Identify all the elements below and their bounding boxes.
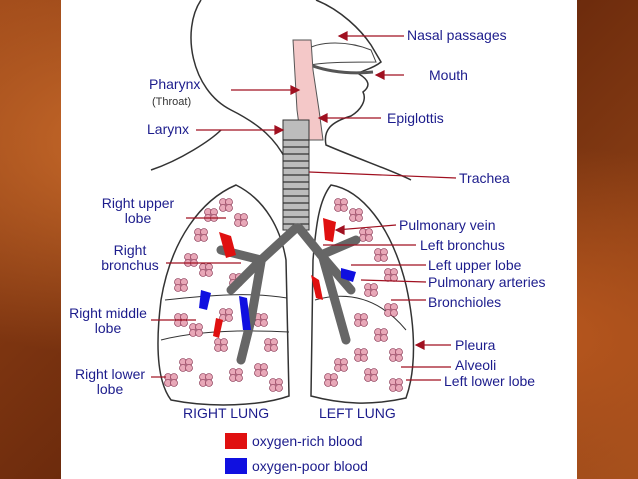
legend-label-oxygen-poor: oxygen-poor blood bbox=[252, 458, 368, 474]
legend-swatch-oxygen-rich bbox=[225, 433, 247, 449]
label-right-upper-lobe: Right upper lobe bbox=[91, 196, 185, 226]
label-larynx: Larynx bbox=[147, 121, 190, 137]
label-pleura: Pleura bbox=[455, 337, 496, 353]
diagram-panel: Nasal passages Mouth Pharynx (Throat) Ep… bbox=[61, 0, 577, 479]
alveolus bbox=[355, 214, 363, 222]
alveolus bbox=[360, 354, 368, 362]
label-right-middle-lobe: Right middle lobe bbox=[63, 306, 153, 336]
oxygen-rich-vessels bbox=[213, 218, 336, 338]
legend-item-oxygen-poor: oxygen-poor blood bbox=[225, 458, 368, 474]
alveolus bbox=[260, 369, 268, 377]
label-pulmonary-vein: Pulmonary vein bbox=[399, 217, 496, 233]
alveolus bbox=[225, 314, 233, 322]
label-mouth: Mouth bbox=[429, 67, 468, 83]
label-nasal-passages: Nasal passages bbox=[407, 27, 507, 43]
caption-left-lung: LEFT LUNG bbox=[319, 405, 396, 421]
leader-lines bbox=[151, 31, 457, 381]
alveolus bbox=[205, 379, 213, 387]
alveolus bbox=[390, 309, 398, 317]
alveolus bbox=[225, 204, 233, 212]
label-left-bronchus: Left bronchus bbox=[420, 237, 505, 253]
alveolus bbox=[205, 269, 213, 277]
label-throat: (Throat) bbox=[152, 96, 192, 108]
alveolus bbox=[380, 334, 388, 342]
label-alveoli: Alveoli bbox=[455, 357, 497, 373]
label-trachea: Trachea bbox=[459, 170, 510, 186]
label-right-middle-lobe-line1: Right middle bbox=[69, 305, 147, 321]
alveolus bbox=[220, 344, 228, 352]
alveolus bbox=[270, 344, 278, 352]
legend-label-oxygen-rich: oxygen-rich blood bbox=[252, 433, 363, 449]
alveolus bbox=[360, 319, 368, 327]
alveolus bbox=[180, 284, 188, 292]
alveolus bbox=[235, 374, 243, 382]
alveolus bbox=[240, 219, 248, 227]
legend-item-oxygen-rich: oxygen-rich blood bbox=[225, 433, 363, 449]
alveoli-clusters bbox=[164, 198, 403, 392]
oxygen-poor-vessels bbox=[199, 268, 356, 330]
alveolus bbox=[200, 234, 208, 242]
label-left-lower-lobe: Left lower lobe bbox=[444, 373, 536, 389]
alveolus bbox=[365, 234, 373, 242]
alveolus bbox=[275, 384, 283, 392]
bronchi bbox=[216, 223, 361, 365]
pharynx-tube bbox=[292, 39, 324, 141]
label-right-upper-lobe-line2: lobe bbox=[124, 210, 152, 226]
label-left-upper-lobe: Left upper lobe bbox=[428, 257, 522, 273]
alveolus bbox=[260, 319, 268, 327]
label-bronchioles: Bronchioles bbox=[428, 294, 502, 310]
alveolus bbox=[340, 204, 348, 212]
right-lung bbox=[157, 184, 290, 406]
alveolus bbox=[340, 364, 348, 372]
alveolus bbox=[185, 364, 193, 372]
caption-right-lung: RIGHT LUNG bbox=[183, 405, 270, 421]
label-right-upper-lobe-line1: Right upper bbox=[101, 195, 175, 211]
alveolus bbox=[170, 379, 178, 387]
label-right-bronchus: Right bronchus bbox=[95, 243, 165, 273]
head-outline bbox=[150, 0, 412, 181]
legend-swatch-oxygen-poor bbox=[225, 458, 247, 474]
alveolus bbox=[370, 374, 378, 382]
label-epiglottis: Epiglottis bbox=[387, 110, 444, 126]
alveolus bbox=[370, 289, 378, 297]
alveolus bbox=[195, 329, 203, 337]
label-right-lower-lobe-line1: Right lower bbox=[74, 366, 146, 382]
label-pharynx: Pharynx bbox=[149, 76, 201, 92]
label-right-lower-lobe-line2: lobe bbox=[96, 381, 124, 397]
alveolus bbox=[395, 384, 403, 392]
label-pulmonary-arteries: Pulmonary arteries bbox=[428, 274, 546, 290]
respiratory-system-diagram bbox=[150, 0, 457, 406]
alveolus bbox=[330, 379, 338, 387]
alveolus bbox=[395, 354, 403, 362]
label-right-middle-lobe-line2: lobe bbox=[94, 320, 122, 336]
label-right-bronchus-line1: Right bbox=[113, 242, 147, 258]
alveolus bbox=[380, 254, 388, 262]
label-right-bronchus-line2: bronchus bbox=[101, 257, 159, 273]
label-right-lower-lobe: Right lower lobe bbox=[67, 367, 153, 397]
